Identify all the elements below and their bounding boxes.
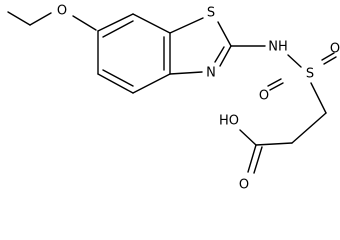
bond-so-bottom-a <box>267 78 282 87</box>
bond-ch2-cooh <box>255 142 293 146</box>
bond-benzene-1 <box>97 13 134 32</box>
sulfonyl-oxygen-bottom-label: O <box>259 89 269 104</box>
bond-benzene-2 <box>132 13 171 34</box>
ether-oxygen-label: O <box>57 4 67 19</box>
bond-ethyl-ch3 <box>7 11 31 26</box>
bond-ch2-ch2 <box>291 112 327 144</box>
bond-c-o-double-b <box>253 146 263 174</box>
bond-c-oh <box>239 129 257 146</box>
bond-thiazole-c2-n-inner <box>214 46 225 63</box>
bond-thiazole-c2-n <box>219 45 232 67</box>
bond-s-ch2 <box>310 82 327 114</box>
thiazole-nitrogen-label: N <box>206 66 216 81</box>
bond-ether-o-ring <box>72 15 97 31</box>
bond-thiazole-n-benzene <box>169 71 203 75</box>
bond-benzene-4 <box>132 73 171 94</box>
bond-benzene-5 <box>97 73 134 94</box>
bond-c-o-double-a <box>247 144 257 173</box>
bond-nh-sulfonyl <box>287 54 302 68</box>
carbonyl-oxygen-label: O <box>239 178 249 193</box>
thiazole-sulfur-label: S <box>207 6 215 21</box>
amine-nh-label: NH <box>268 40 288 55</box>
bond-ethyl-ch2 <box>29 12 52 26</box>
bond-benzene-5-inner <box>102 69 134 87</box>
bond-so-bottom-b <box>269 82 284 91</box>
bond-so-top-a <box>321 52 335 61</box>
bond-benzene-1-inner <box>102 20 134 38</box>
bond-thiazole-s-c2 <box>217 21 232 47</box>
sulfonyl-sulfur-label: S <box>306 67 314 82</box>
bond-so-top-b <box>323 56 337 65</box>
hydroxyl-label: HO <box>219 114 239 129</box>
bond-thiazole-s-benzene <box>169 17 204 34</box>
sulfonyl-oxygen-top-label: O <box>330 42 340 57</box>
molecule-structure: O S N NH S O O HO O <box>7 4 340 193</box>
